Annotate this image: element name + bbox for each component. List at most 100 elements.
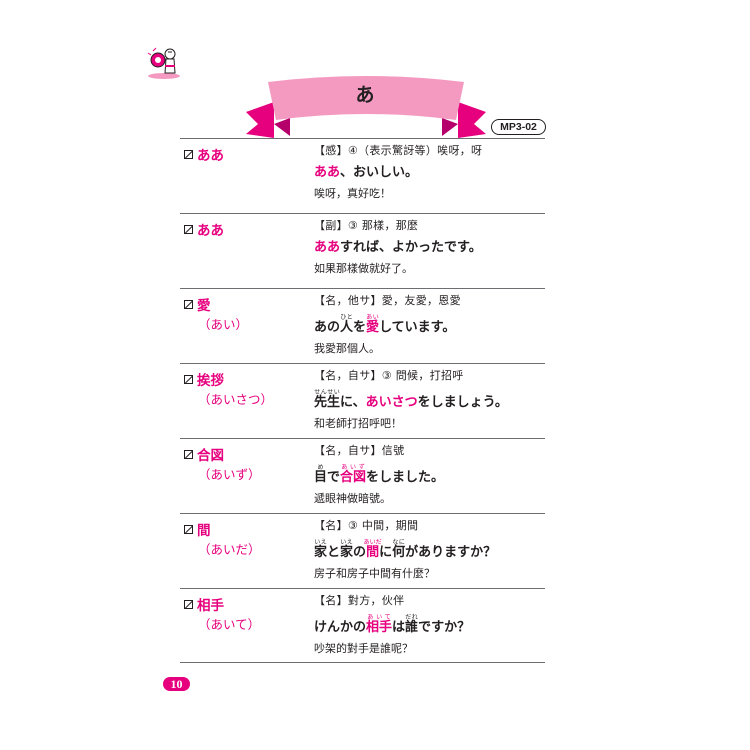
- sentence-segment: に: [379, 545, 393, 560]
- example-sentence: けんかの相手あいては誰だれですか？: [314, 614, 544, 636]
- sentence-segment: と: [327, 545, 341, 560]
- vocab-details: 【名，他サ】愛，友愛，恩愛あの人ひとを愛あいしています。我愛那個人。: [314, 293, 544, 356]
- vocab-reading: （あいだ）: [198, 542, 261, 557]
- translation: 吵架的對手是誰呢？: [314, 642, 413, 655]
- translation: 遞眼神做暗號。: [314, 492, 391, 505]
- furigana-word: 愛あい: [366, 314, 380, 336]
- sentence-segment: しています。: [379, 320, 456, 335]
- checkbox-icon[interactable]: [184, 525, 193, 534]
- furigana-word: 家いえ: [340, 539, 354, 561]
- translation: 我愛那個人。: [314, 342, 380, 355]
- sentence-segment: をしましょう。: [417, 395, 508, 410]
- vocab-entry: 愛 （あい） 【名，他サ】愛，友愛，恩愛あの人ひとを愛あいしています。我愛那個人。: [180, 288, 545, 363]
- furigana-word: 家いえ: [314, 539, 328, 561]
- vocab-word: 合図: [197, 448, 224, 464]
- sentence-segment: で: [327, 470, 341, 485]
- mascot-logo: [147, 47, 180, 79]
- furigana-word: 目め: [314, 464, 328, 486]
- vocab-entry: 間（あいだ）【名】③ 中間，期間家いえと家いえの間あいだに何なにがありますか？房…: [180, 513, 545, 588]
- example-sentence: 目めで合図あいずをしました。: [314, 464, 544, 486]
- sentence-segment: 、おいしい。: [340, 165, 419, 180]
- vocab-word: ああ: [197, 223, 224, 239]
- highlighted-word: ああ: [314, 165, 341, 180]
- checkbox-icon[interactable]: [184, 375, 193, 384]
- part-of-speech: 【副】③ 那樣，那麼: [314, 219, 419, 232]
- furigana: いえ: [314, 539, 328, 546]
- sentence-segment: がありますか？: [405, 545, 497, 560]
- furigana-word: 先生せんせい: [314, 389, 341, 411]
- furigana-word: 相手あいて: [366, 614, 393, 636]
- furigana-word: 合図あいず: [340, 464, 367, 486]
- furigana: なに: [392, 539, 406, 546]
- furigana: あい: [366, 314, 380, 321]
- vocab-headword: 挨拶: [184, 369, 224, 389]
- vocab-details: 【名，自サ】信號目めで合図あいずをしました。遞眼神做暗號。: [314, 443, 544, 506]
- example-sentence: 先生せんせいに、あいさつをしましょう。: [314, 389, 544, 411]
- checkbox-icon[interactable]: [184, 450, 193, 459]
- audio-track-badge: MP3-02: [491, 119, 546, 135]
- part-of-speech: 【名，他サ】愛，友愛，恩愛: [314, 294, 461, 307]
- sentence-segment: あの: [314, 320, 341, 335]
- highlighted-word: ああ: [314, 240, 341, 255]
- part-of-speech: 【名】對方，伙伴: [314, 594, 405, 607]
- vocab-word: 間: [197, 523, 211, 539]
- vocab-details: 【副】③ 那樣，那麼ああすれば、よかったです。如果那樣做就好了。: [314, 218, 544, 276]
- furigana-word: 誰だれ: [405, 614, 419, 636]
- checkbox-icon[interactable]: [184, 600, 193, 609]
- translation: 房子和房子中間有什麼？: [314, 567, 435, 580]
- vocab-reading: （あいさつ）: [198, 392, 274, 407]
- vocab-entry: ああ【副】③ 那樣，那麼ああすれば、よかったです。如果那樣做就好了。: [180, 213, 545, 288]
- vocab-headword: 愛: [184, 294, 211, 314]
- furigana: あいだ: [363, 539, 382, 546]
- sentence-segment: ですか？: [418, 620, 471, 635]
- furigana-word: 間あいだ: [363, 539, 382, 561]
- example-sentence: 家いえと家いえの間あいだに何なにがありますか？: [314, 539, 544, 561]
- vocab-details: 【名】對方，伙伴けんかの相手あいては誰だれですか？ 吵架的對手是誰呢？: [314, 593, 544, 656]
- vocab-word: 相手: [197, 598, 224, 614]
- part-of-speech: 【名，自サ】③ 問候，打招呼: [314, 369, 464, 382]
- highlighted-word: あいさつ: [365, 395, 418, 410]
- example-sentence: ああすれば、よかったです。: [314, 239, 544, 256]
- vocab-reading: （あい）: [198, 317, 249, 332]
- vocab-entry: 相手 （あいて） 【名】對方，伙伴けんかの相手あいては誰だれですか？ 吵架的對手是誰呢…: [180, 588, 545, 663]
- vocab-word: 愛: [197, 298, 211, 314]
- furigana: いえ: [340, 539, 354, 546]
- furigana: だれ: [405, 614, 419, 621]
- translation: 如果那樣做就好了。: [314, 262, 413, 275]
- furigana-word: 人ひと: [340, 314, 354, 336]
- part-of-speech: 【名，自サ】信號: [314, 444, 405, 457]
- section-kana-title: あ: [355, 84, 375, 106]
- vocab-details: 【感】④（表示驚訝等）唉呀，呀ああ、おいしい。唉呀，真好吃！: [314, 143, 544, 201]
- sentence-segment: すれば、よかったです。: [340, 240, 482, 255]
- vocab-headword: 間: [184, 519, 211, 539]
- checkbox-icon[interactable]: [184, 225, 193, 234]
- vocab-reading: （あいず）: [198, 467, 261, 482]
- checkbox-icon[interactable]: [184, 150, 193, 159]
- vocab-details: 【名，自サ】③ 問候，打招呼先生せんせいに、あいさつをしましょう。和老師打招呼吧…: [314, 368, 544, 431]
- vocab-entry: 挨拶 （あいさつ） 【名，自サ】③ 問候，打招呼先生せんせいに、あいさつをしましょう…: [180, 363, 545, 438]
- furigana: せんせい: [314, 389, 341, 396]
- vocab-headword: ああ: [184, 219, 224, 239]
- part-of-speech: 【感】④（表示驚訝等）唉呀，呀: [314, 144, 483, 157]
- furigana: め: [314, 464, 328, 471]
- vocab-headword: 相手: [184, 594, 224, 614]
- translation: 唉呀，真好吃！: [314, 187, 391, 200]
- vocabulary-list: ああ【感】④（表示驚訝等）唉呀，呀ああ、おいしい。唉呀，真好吃！ああ【副】③ 那…: [180, 138, 545, 663]
- vocab-headword: 合図: [184, 444, 224, 464]
- furigana-word: 何なに: [392, 539, 406, 561]
- vocab-word: 挨拶: [197, 373, 224, 389]
- furigana: あいて: [366, 614, 393, 621]
- vocab-headword: ああ: [184, 144, 224, 164]
- vocab-entry: 合図 （あいず） 【名，自サ】信號目めで合図あいずをしました。遞眼神做暗號。: [180, 438, 545, 513]
- vocab-reading: （あいて）: [198, 617, 261, 632]
- sentence-segment: に、: [340, 395, 366, 410]
- sentence-segment: をしました。: [366, 470, 445, 485]
- vocab-word: ああ: [197, 148, 224, 164]
- sentence-segment: の: [353, 545, 367, 560]
- furigana: ひと: [340, 314, 354, 321]
- sentence-segment: けんかの: [314, 620, 367, 635]
- checkbox-icon[interactable]: [184, 300, 193, 309]
- sentence-segment: を: [353, 320, 367, 335]
- part-of-speech: 【名】③ 中間，期間: [314, 519, 419, 532]
- vocab-details: 【名】③ 中間，期間家いえと家いえの間あいだに何なにがありますか？房子和房子中間…: [314, 518, 544, 581]
